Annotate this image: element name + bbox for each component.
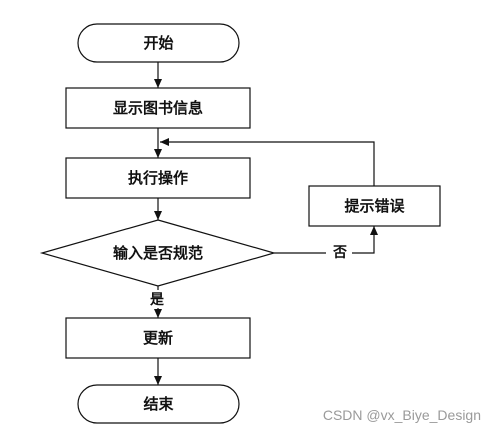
edge-no-label: 否 — [332, 245, 347, 261]
decision-input-valid-label: 输入是否规范 — [113, 244, 203, 262]
edge-no-label-bg — [326, 240, 352, 262]
watermark: CSDN @vx_Biye_Design — [322, 407, 481, 423]
process-display-book-info — [65, 87, 251, 129]
end-terminal — [77, 384, 240, 424]
edge-error-loop-back — [160, 138, 375, 186]
end-label: 结束 — [143, 395, 174, 413]
edge-yes-label-bg — [146, 290, 166, 308]
start-label: 开始 — [143, 34, 173, 52]
update-label: 更新 — [143, 329, 173, 347]
perform-operation-label: 执行操作 — [128, 169, 188, 187]
edge-yes-label: 是 — [150, 292, 165, 308]
display-book-info-label: 显示图书信息 — [113, 99, 203, 117]
process-update — [65, 317, 251, 359]
show-error-label: 提示错误 — [344, 197, 405, 215]
edge-decision-no-to-error — [274, 226, 378, 254]
